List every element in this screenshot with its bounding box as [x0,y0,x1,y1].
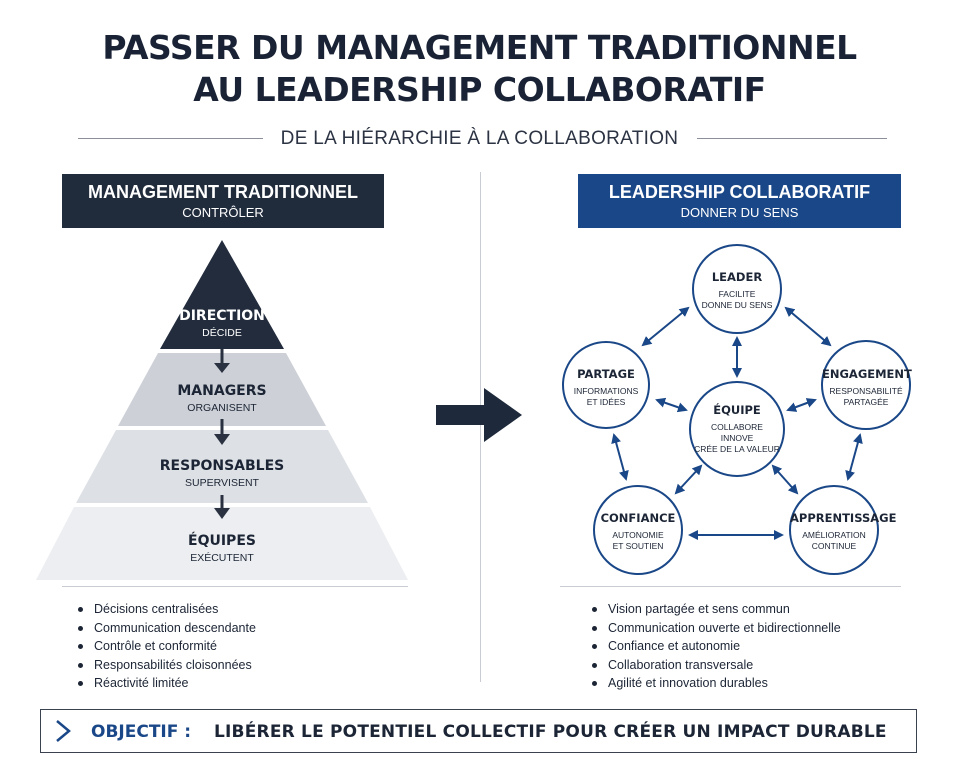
list-item: Décisions centralisées [74,600,256,619]
arrow-partage-confiance [611,433,629,481]
right-bullet-list: Vision partagée et sens commun Communica… [588,600,841,693]
pyramid-label-responsables: RESPONSABLES SUPERVISENT [159,458,285,489]
list-item: Réactivité limitée [74,674,256,693]
pyramid-arrow-3 [214,495,230,519]
left-bullet-list: Décisions centralisées Communication des… [74,600,256,693]
pyramid-label-direction: DIRECTION DÉCIDE [179,308,265,339]
node-apprentissage-circle [789,485,879,575]
main-title-line2: AU LEADERSHIP COLLABORATIF [193,70,766,109]
list-item: Communication descendante [74,619,256,638]
objective-text: LIBÉRER LE POTENTIEL COLLECTIF POUR CRÉE… [214,722,887,742]
list-item: Confiance et autonomie [588,637,841,656]
list-item: Collaboration transversale [588,656,841,675]
list-item: Communication ouverte et bidirectionnell… [588,619,841,638]
arrow-leader-engagement [784,306,832,347]
main-title-line1: PASSER DU MANAGEMENT TRADITIONNEL [102,28,857,67]
arrow-equipe-confiance [674,464,703,495]
objective-chevron-icon [56,720,71,742]
arrow-equipe-apprentissage [771,464,799,495]
node-engagement-circle [821,340,911,430]
objective-banner: OBJECTIF : LIBÉRER LE POTENTIEL COLLECTI… [40,709,917,753]
subtitle-rule-left [78,138,263,139]
arrow-engagement-equipe [786,398,817,412]
arrow-partage-equipe [655,397,688,413]
list-item: Vision partagée et sens commun [588,600,841,619]
pyramid-arrow-2 [214,419,230,445]
list-item: Contrôle et conformité [74,637,256,656]
node-equipe-circle [689,381,785,477]
pyramid-level-equipes [36,507,408,580]
right-separator [560,586,901,587]
list-item: Responsabilités cloisonnées [74,656,256,675]
transition-arrow [436,388,522,442]
arrow-engagement-apprentissage [845,433,863,481]
subtitle-rule-right [697,138,887,139]
pyramid-label-managers: MANAGERS ORGANISENT [177,383,267,414]
column-divider [480,172,481,682]
subtitle-row: DE LA HIÉRARCHIE À LA COLLABORATION [0,126,959,152]
pyramid-arrow-1 [214,349,230,373]
right-header: LEADERSHIP COLLABORATIF DONNER DU SENS [578,174,901,228]
arrow-leader-partage [641,306,690,347]
list-item: Agilité et innovation durables [588,674,841,693]
subtitle: DE LA HIÉRARCHIE À LA COLLABORATION [280,128,679,149]
pyramid-level-managers [118,353,326,426]
pyramid-label-equipes: ÉQUIPES EXÉCUTENT [188,533,256,564]
pyramid-level-responsables [76,430,368,503]
node-partage-circle [562,341,650,429]
right-header-subtitle: DONNER DU SENS [680,205,799,220]
left-separator [62,586,408,587]
pyramid-level-direction [160,240,284,349]
node-leader-circle [692,244,782,334]
left-header-title: MANAGEMENT TRADITIONNEL [88,182,358,202]
right-header-title: LEADERSHIP COLLABORATIF [608,182,871,202]
left-header-subtitle: CONTRÔLER [182,205,264,220]
objective-label: OBJECTIF : [91,722,192,742]
node-confiance-circle [593,485,683,575]
left-header: MANAGEMENT TRADITIONNEL CONTRÔLER [62,174,384,228]
